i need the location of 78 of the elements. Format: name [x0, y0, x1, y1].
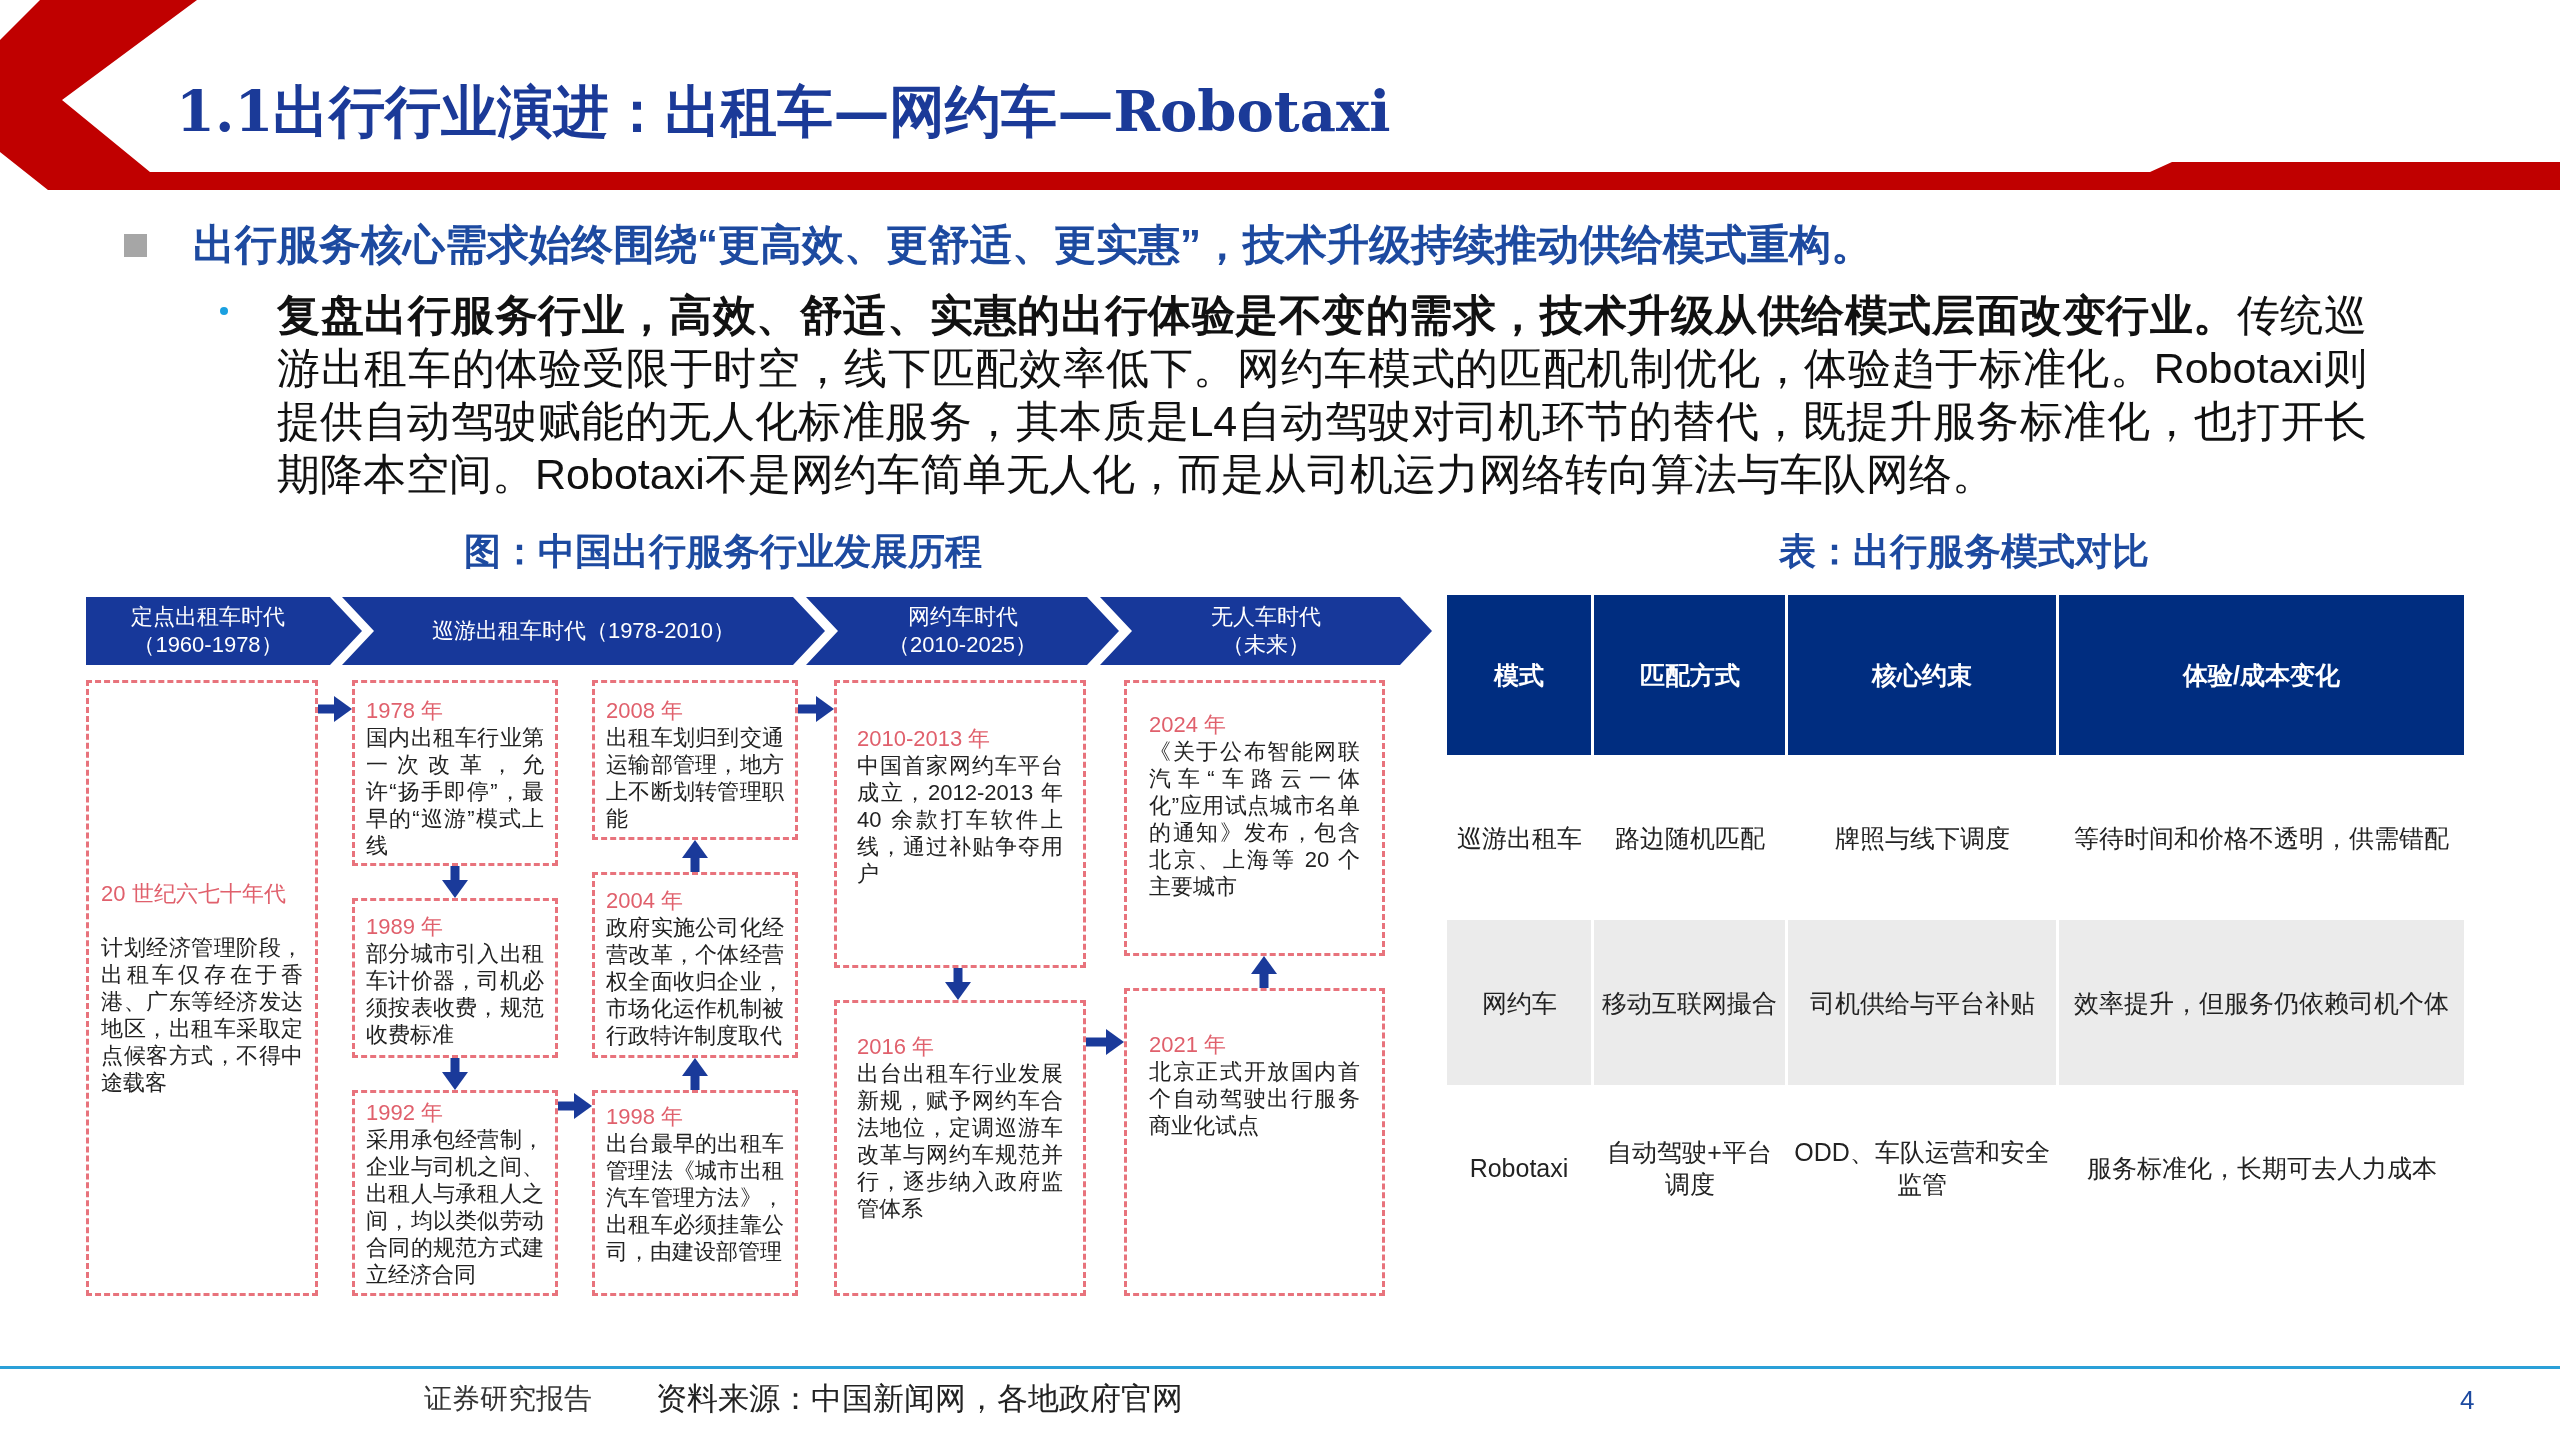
era-title: 定点出租车时代: [131, 603, 285, 631]
event-box: [834, 1000, 1086, 1296]
table-caption: 表：出行服务模式对比: [1779, 530, 2149, 574]
table-cell-text: 牌照与线下调度: [1833, 822, 2011, 854]
event-box: [834, 680, 1086, 968]
arrow: [442, 866, 468, 898]
arrow: [1086, 1029, 1124, 1055]
arrow: [798, 696, 834, 722]
era-years: （未来）: [1222, 631, 1310, 659]
event-text: 国内出租车行业第一次改革，允许“扬手即停”，最早的“巡游”模式上线: [366, 724, 544, 859]
table-header-cell: 模式: [1447, 595, 1591, 755]
table-cell-text: ODD、车队运营和安全监管: [1793, 1136, 2051, 1200]
arrow: [318, 696, 352, 722]
table-header-cell: 体验/成本变化: [2059, 595, 2464, 755]
year-heading: 2016 年: [857, 1033, 936, 1060]
event-box: [352, 898, 558, 1058]
event-box: [352, 1090, 558, 1296]
event-text: 《关于公布智能网联汽车“车路云一体化”应用试点城市名单的通知》发布，包含北京、上海等 20 个主要城市: [1149, 738, 1360, 900]
slide-title: 1.1出行行业演进：出租车—网约车—Robotaxi: [176, 77, 1391, 146]
year-heading: 2024 年: [1149, 711, 1228, 738]
page-number: 4: [2460, 1384, 2475, 1416]
era-title: 无人车时代: [1211, 603, 1321, 631]
report-type: 证券研究报告: [424, 1382, 592, 1416]
event-text: 出台出租车行业发展新规，赋予网约车合法地位，定调巡游车改革与网约车规范并行，逐步纳入政府监管体系: [857, 1060, 1063, 1222]
arrow: [682, 1058, 708, 1090]
table-cell-text: Robotaxi: [1468, 1152, 1570, 1184]
event-box: [592, 872, 798, 1058]
year-heading: 1978 年: [366, 697, 445, 724]
event-text: 政府实施公司化经营改革，个体经营权全面收归企业，市场化运作机制被行政特许制度取代: [606, 914, 784, 1049]
table-cell: 效率提升，但服务仍依赖司机个体: [2059, 920, 2464, 1085]
source-note: 资料来源：中国新闻网，各地政府官网: [656, 1380, 1183, 1418]
table-cell-text: 路边随机匹配: [1613, 822, 1766, 854]
event-text: 部分城市引入出租车计价器，司机必须按表收费，规范收费标准: [366, 940, 544, 1048]
event-text: 出租车划归到交通运输部管理，地方上不断划转管理职能: [606, 724, 784, 832]
table-cell: 司机供给与平台补贴: [1788, 920, 2056, 1085]
arrow: [1251, 956, 1277, 988]
table-header-cell: 核心约束: [1788, 595, 2056, 755]
table-cell-text: 巡游出租车: [1455, 822, 1583, 854]
era-years: （2010-2025）: [887, 631, 1038, 659]
year-heading: 2010-2013 年: [857, 725, 992, 752]
year-heading: 2008 年: [606, 697, 685, 724]
arrow: [558, 1093, 592, 1119]
year-heading: 1989 年: [366, 913, 445, 940]
event-box: [352, 680, 558, 866]
year-heading: 1992 年: [366, 1099, 445, 1126]
arrow: [682, 840, 708, 872]
table-cell-text: 服务标准化，长期可去人力成本: [2085, 1152, 2438, 1184]
table-cell: 移动互联网撮合: [1594, 920, 1785, 1085]
year-heading: 20 世纪六七十年代: [101, 880, 287, 907]
event-text: 采用承包经营制，企业与司机之间、出租人与承租人之间，均以类似劳动合同的规范方式建立经济合同: [366, 1126, 544, 1288]
table-header-cell: 匹配方式: [1594, 595, 1785, 755]
event-text: 北京正式开放国内首个自动驾驶出行服务商业化试点: [1149, 1058, 1360, 1139]
body-paragraph: 复盘出行服务行业，高效、舒适、实惠的出行体验是不变的需求，技术升级从供给模式层面改变行业。传统巡游出租车的体验受限于时空，线下匹配效率低下。网约车模式的匹配机制优化，体验趋于标准化。Robotaxi则提供自动驾驶赋能的无人化标准服务，其本质是L4自动驾驶对司机环节的替代，既提升服务标准化，也打开长期降本空间。Robotaxi不是网约车简单无人化，而是从司机运力网络转向算法与车队网络。: [277, 290, 2367, 500]
era-title: 网约车时代: [907, 603, 1018, 631]
event-text: 中国首家网约车平台成立，2012-2013 年 40 余款打车软件上线，通过补贴争夺用户: [857, 752, 1063, 887]
chevron-band: [1100, 597, 1432, 665]
table-cell: 网约车: [1447, 920, 1591, 1085]
era-years: （1960-1978）: [133, 631, 283, 659]
event-box: [592, 680, 798, 840]
event-box: [592, 1090, 798, 1296]
chevron-band: [342, 597, 825, 665]
bullet-heading: 出行服务核心需求始终围绕“更高效、更舒适、更实惠”，技术升级持续推动供给模式重构。: [193, 220, 1873, 270]
year-heading: 1998 年: [606, 1103, 685, 1130]
chevron-band: [806, 597, 1119, 665]
table-cell-text: 等待时间和价格不透明，供需错配: [2073, 822, 2450, 854]
chevron-band: [86, 597, 362, 665]
figure-caption: 图：中国出行服务行业发展历程: [464, 530, 982, 574]
arrow: [945, 968, 971, 1000]
table-cell-text: 自动驾驶+平台调度: [1606, 1136, 1773, 1200]
year-heading: 2004 年: [606, 887, 685, 914]
year-heading: 2021 年: [1149, 1031, 1228, 1058]
event-box: [1124, 680, 1385, 956]
arrow: [442, 1058, 468, 1090]
event-box: [1124, 988, 1385, 1296]
event-text: 计划经济管理阶段，出租车仅存在于香港、广东等经济发达地区，出租车采取定点候客方式，不得中途载客: [101, 934, 303, 1096]
era-title: 巡游出租车时代（1978-2010）: [431, 617, 736, 645]
event-box: [86, 680, 318, 1296]
event-text: 出台最早的出租车管理法《城市出租汽车管理方法》，出租车必须挂靠公司，由建设部管理: [606, 1130, 784, 1265]
